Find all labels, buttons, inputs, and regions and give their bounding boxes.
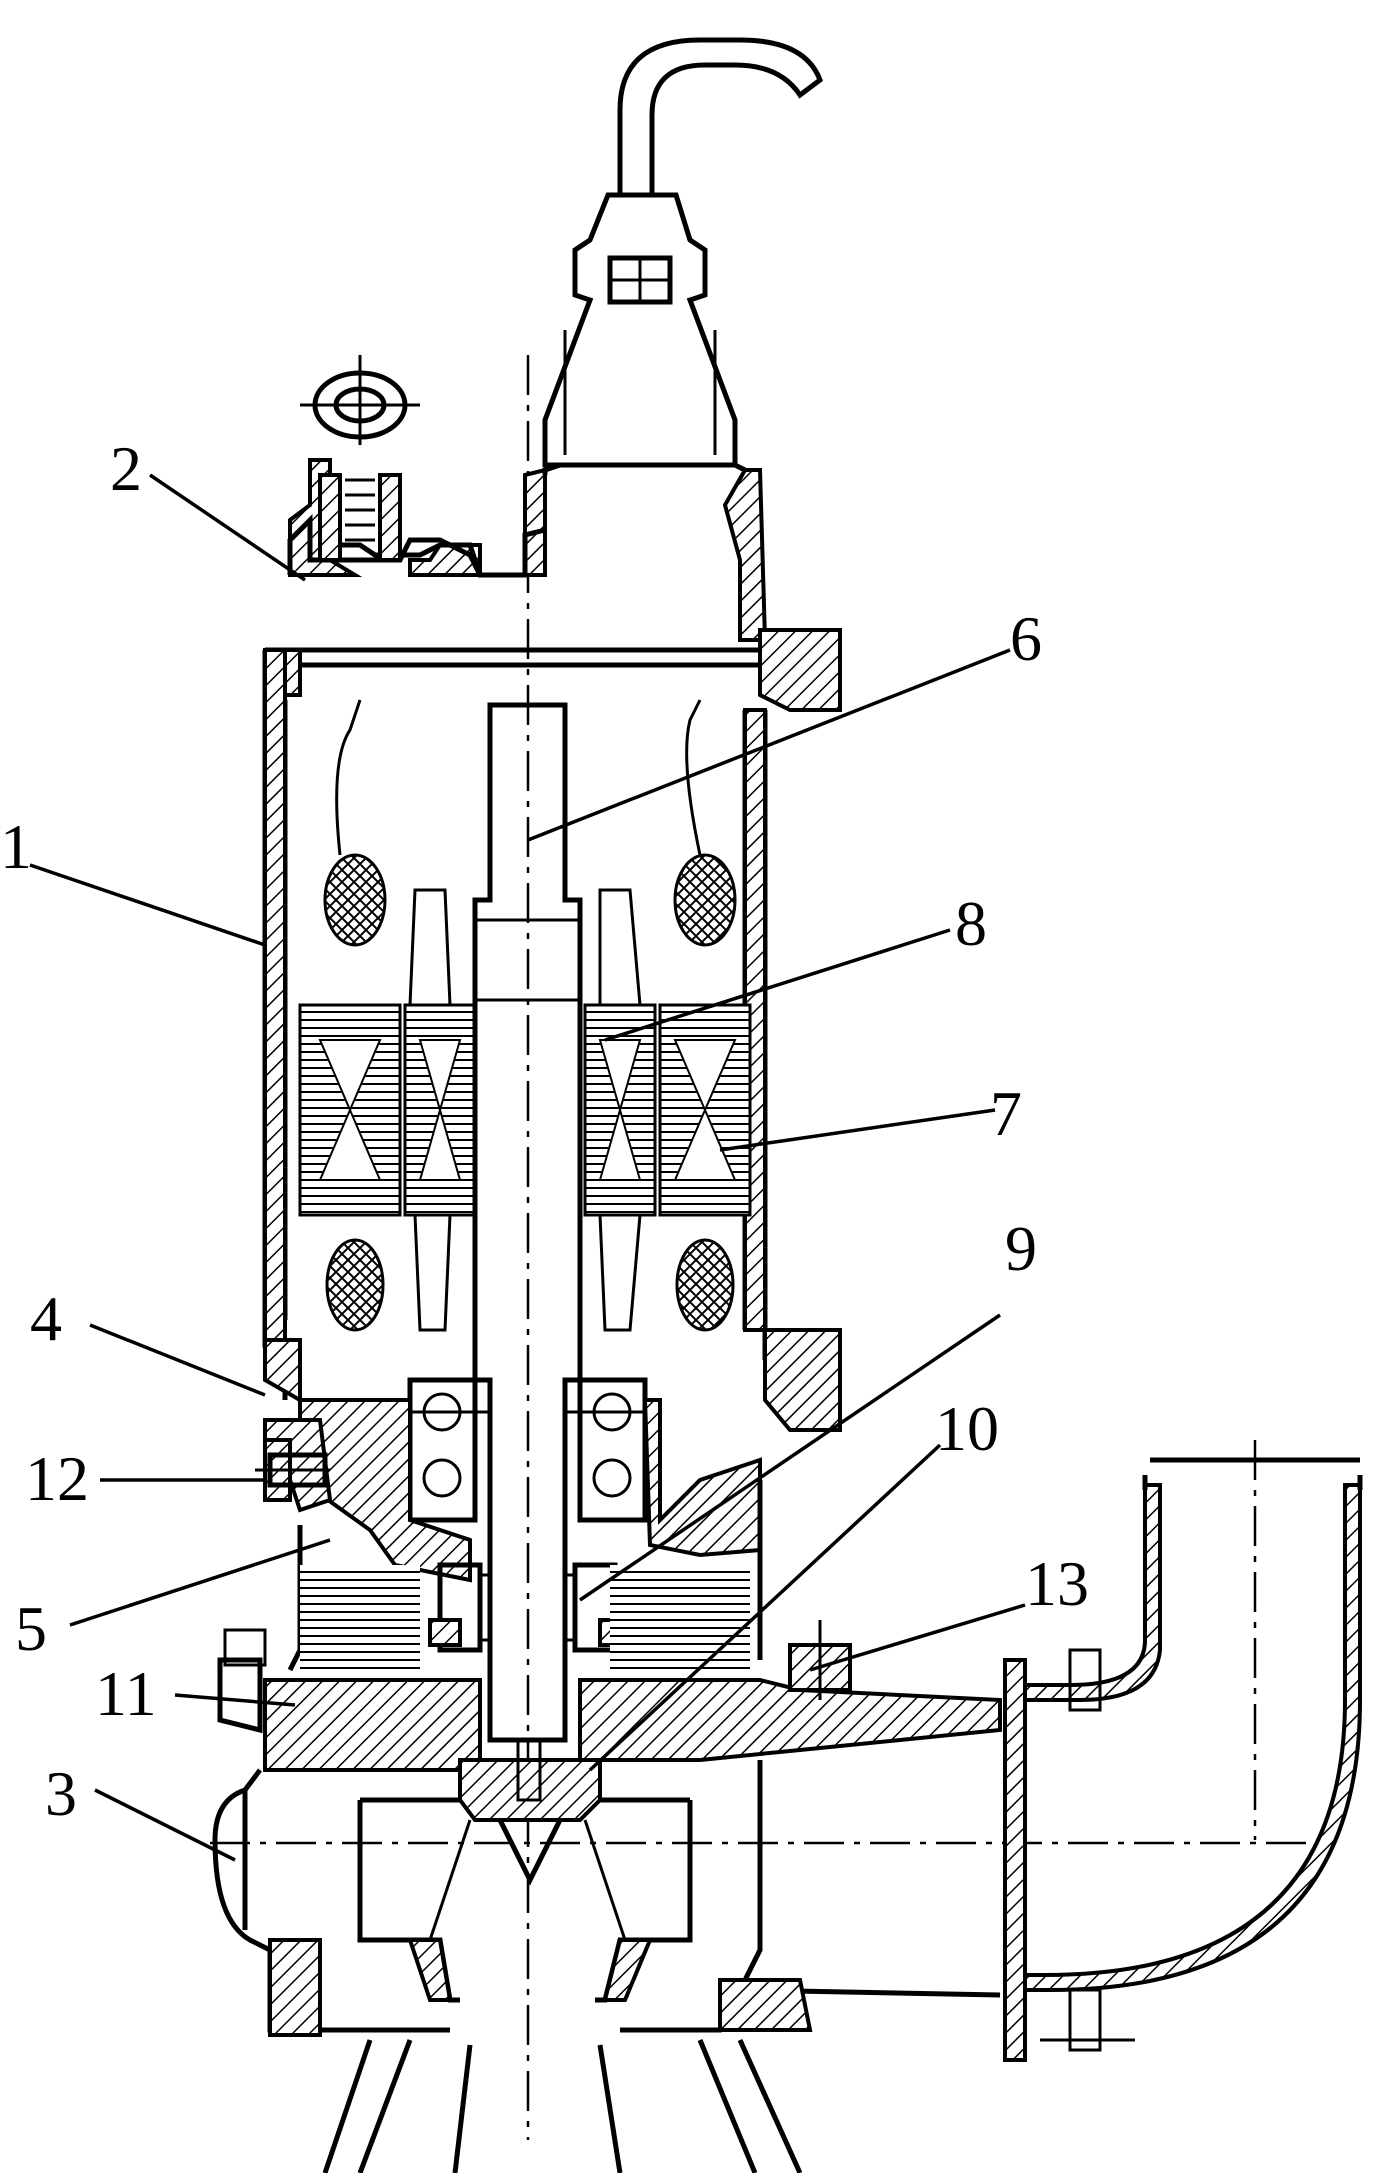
- callout-4: 4: [30, 1283, 62, 1354]
- impeller: [357, 1738, 693, 2003]
- stator-rotor: [298, 699, 752, 1332]
- callout-1: 1: [0, 811, 32, 882]
- callout-10: 10: [935, 1393, 999, 1464]
- drain-plug: [255, 1438, 330, 1502]
- leader-lines: [29, 473, 1026, 1862]
- oil-chamber: [300, 1565, 750, 1675]
- callout-11: 11: [95, 1658, 157, 1729]
- callout-2: 2: [110, 433, 142, 504]
- power-cable: [617, 37, 823, 195]
- discharge-elbow: [1003, 1457, 1363, 2062]
- support-legs: [322, 2038, 803, 2173]
- callout-5: 5: [15, 1593, 47, 1664]
- volute-casing: [212, 1760, 1001, 2037]
- callout-3: 3: [45, 1758, 77, 1829]
- shaft: [472, 702, 583, 1743]
- callout-12: 12: [25, 1443, 89, 1514]
- callout-8: 8: [955, 888, 987, 959]
- callouts: 1 2 3 4 5 6 7 8 9 10 11 12 13: [0, 433, 1089, 1829]
- centerlines: [210, 355, 1330, 2140]
- lifting-eye: [300, 355, 420, 562]
- callout-7: 7: [990, 1078, 1022, 1149]
- callout-6: 6: [1010, 603, 1042, 674]
- pump-cover: [217, 1620, 1002, 1772]
- top-cover: [263, 458, 842, 712]
- callout-13: 13: [1025, 1548, 1089, 1619]
- cable-gland: [542, 192, 738, 468]
- callout-9: 9: [1005, 1213, 1037, 1284]
